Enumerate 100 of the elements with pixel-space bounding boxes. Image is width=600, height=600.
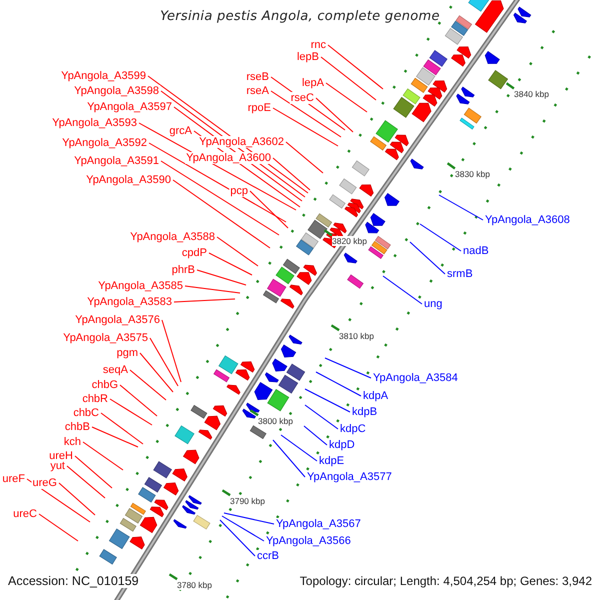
gene-label: pgm xyxy=(116,347,139,359)
gene-label: YpAngola_A3600 xyxy=(185,152,272,164)
leader-line xyxy=(120,384,158,416)
leader-line xyxy=(382,276,422,304)
gene-label: pcp xyxy=(229,185,249,197)
footer-text: Topology: circular; Length: 4,504,254 bp; Genes: 3,942 xyxy=(300,574,592,588)
leader-line xyxy=(172,180,270,248)
leader-line xyxy=(220,520,256,556)
gene-label: kdpE xyxy=(318,455,346,467)
leader-line xyxy=(140,352,174,392)
leader-line xyxy=(410,242,446,274)
gene-label: ureG xyxy=(32,477,58,489)
scale-label: 3830 kbp xyxy=(455,169,490,179)
gene-label: phrB xyxy=(170,264,196,276)
gene-label: YpAngola_A3584 xyxy=(372,372,459,384)
gene-label: YpAngola_A3591 xyxy=(73,155,160,167)
leader-line xyxy=(208,252,252,276)
gene-label: rseC xyxy=(290,92,315,104)
map-title: Yersinia pestis Angola, complete genome xyxy=(159,9,441,24)
footer-text: Accession: NC_010159 xyxy=(8,574,139,588)
gene-label: rseA xyxy=(245,85,270,97)
leader-line xyxy=(280,434,318,462)
gene-label: YpAngola_A3567 xyxy=(275,518,362,530)
gene-label: ccrB xyxy=(256,550,280,562)
leader-line xyxy=(174,298,236,302)
leader-line xyxy=(150,338,178,386)
gene-label: YpAngola_A3602 xyxy=(198,136,285,148)
gene-label: kdpA xyxy=(362,390,390,402)
gene-label: lepB xyxy=(296,51,320,63)
gene-label: YpAngola_A3583 xyxy=(86,296,173,308)
gene-label: kdpD xyxy=(328,439,356,451)
gene-label: YpAngola_A3590 xyxy=(85,174,172,186)
gene-label: YpAngola_A3575 xyxy=(62,332,149,344)
scale-label: 3820 kbp xyxy=(332,236,367,246)
gene-label: YpAngola_A3585 xyxy=(97,280,184,292)
gene-label: kch xyxy=(62,436,82,448)
gene-label: srmB xyxy=(446,268,474,280)
gene-label: kdpB xyxy=(351,406,378,418)
gene-label: cpdP xyxy=(180,247,208,259)
gene-label: yut xyxy=(49,460,66,472)
gene-label: nadB xyxy=(462,245,490,257)
leader-line xyxy=(82,442,124,470)
gene-label: kdpC xyxy=(339,423,367,435)
leader-line xyxy=(272,158,310,190)
leader-line xyxy=(324,358,372,378)
gene-label: rseB xyxy=(245,71,270,83)
leader-line xyxy=(438,194,484,220)
leader-line xyxy=(66,466,106,498)
gene-label: YpAngola_A3566 xyxy=(265,535,352,547)
leader-line xyxy=(216,236,258,266)
gene-label: YpAngola_A3597 xyxy=(86,101,173,113)
scale-label: 3780 kbp xyxy=(177,580,212,590)
leader-line xyxy=(148,142,286,222)
gene-label: YpAngola_A3576 xyxy=(74,314,161,326)
leader-line xyxy=(160,160,280,236)
scale-label: 3810 kbp xyxy=(339,331,374,341)
leader-line xyxy=(74,456,112,488)
leader-line xyxy=(58,482,96,516)
scale-label: 3790 kbp xyxy=(230,496,265,506)
gene-label: YpAngola_A3598 xyxy=(73,85,160,97)
gene-label: rnc xyxy=(310,39,327,51)
leader-line xyxy=(328,44,384,90)
gene-label: seqA xyxy=(102,364,129,376)
gene-label: ureH xyxy=(48,450,74,462)
gene-label: YpAngola_A3593 xyxy=(51,117,138,129)
leader-line xyxy=(184,286,240,294)
gene-label: lepA xyxy=(300,77,325,89)
gene-label: ureC xyxy=(12,508,38,520)
leader-line xyxy=(316,372,362,396)
leader-line xyxy=(110,398,152,426)
leader-line xyxy=(270,90,342,138)
leader-line xyxy=(304,404,338,430)
scale-label: 3840 kbp xyxy=(514,89,549,99)
gene-label: rpoE xyxy=(246,102,272,114)
leader-line xyxy=(320,56,376,100)
gene-label: grcA xyxy=(168,125,193,137)
gene-label: YpAngola_A3592 xyxy=(61,137,148,149)
leader-line xyxy=(286,142,324,174)
gene-label: YpAngola_A3577 xyxy=(306,471,393,483)
leader-line xyxy=(304,426,328,446)
leader-line xyxy=(222,516,264,542)
gene-label: YpAngola_A3608 xyxy=(484,214,571,226)
leader-line xyxy=(224,512,274,524)
leader-line xyxy=(316,98,354,132)
leader-line xyxy=(196,270,246,286)
gene-label: YpAngola_A3588 xyxy=(129,231,216,243)
gene-label: ureF xyxy=(1,473,26,485)
gene-label: chbG xyxy=(90,379,119,391)
gene-label: chbB xyxy=(64,421,91,433)
leader-line xyxy=(326,82,368,112)
leader-line xyxy=(420,224,462,252)
gene-label: chbR xyxy=(81,393,109,405)
leader-line xyxy=(130,370,166,400)
leader-line xyxy=(272,440,306,478)
leader-line xyxy=(250,190,288,228)
leader-line xyxy=(38,514,78,542)
gene-label: ung xyxy=(423,298,444,310)
leader-line xyxy=(272,108,338,146)
scale-label: 3800 kbp xyxy=(258,416,293,426)
gene-label: YpAngola_A3599 xyxy=(60,70,147,82)
